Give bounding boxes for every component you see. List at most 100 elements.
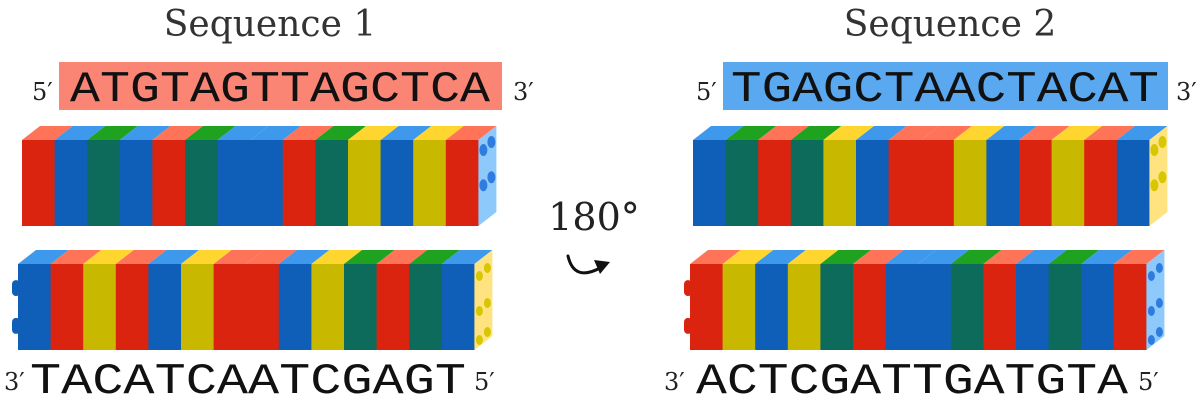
brick-T [1016,264,1049,350]
brick-A [115,264,149,350]
brick-T [856,140,889,226]
brick-top-face [409,250,460,264]
stud-icon [12,280,20,297]
brick-top-face [725,126,777,140]
brick-top-face [823,126,874,140]
five-prime-label: 5′ [32,78,53,106]
brick-top-face [950,250,1002,264]
three-prime-label: 3′ [1176,78,1197,106]
stud-icon [1147,335,1155,345]
brick-A [376,264,410,350]
curved-rotation-arrow-icon [566,254,610,275]
rotation-indicator: 180° [548,195,640,275]
brick-G [315,140,349,226]
three-prime-label: 3′ [513,78,534,106]
brick-A [282,140,316,226]
three-prime-label: 3′ [4,368,25,396]
brick-top-face [148,250,199,264]
brick-T [441,264,475,350]
stud-icon [475,271,483,281]
brick-T [986,140,1020,226]
brick-G [185,140,218,226]
brick-G [1048,264,1082,350]
brick-A [445,140,479,226]
brick-T [18,264,51,350]
brick-top-face [54,126,106,140]
brick-A [921,140,955,226]
brick-top-face [790,126,842,140]
brick-A [1084,140,1118,226]
stud-icon [487,171,496,184]
brick-C [311,264,345,350]
stud-icon [479,179,488,192]
bottom-strand-bricks [12,250,493,350]
brick-T [250,140,284,226]
brick-G [409,264,443,350]
bottom-strand-sequence: TACATCAATCGAGT [30,357,466,407]
brick-top-face [986,126,1037,140]
brick-T [217,140,251,226]
brick-top-face [722,250,774,264]
brick-G [790,140,824,226]
stud-icon [475,306,483,316]
brick-A [690,264,723,350]
base-pair-linkers [36,224,470,250]
stud-icon [1155,263,1163,273]
brick-A [888,140,922,226]
brick-top-face [87,126,138,140]
brick-top-face [888,126,940,140]
base-pair-linkers [716,224,1150,252]
brick-top-face [83,250,134,264]
brick-C [722,264,756,350]
brick-G [87,140,121,226]
brick-top-face [690,250,741,264]
brick-C [83,264,117,350]
brick-C [413,140,447,226]
stud-icon [684,280,692,297]
brick-T [278,264,312,350]
brick-top-face [787,250,839,264]
brick-top-face [282,126,334,140]
brick-A [213,264,247,350]
brick-G [344,264,377,350]
brick-top-face [119,126,171,140]
brick-top-face [413,126,464,140]
brick-top-face [445,126,497,140]
brick-top-face [315,126,366,140]
brick-top-face [853,250,904,264]
brick-top-face [217,126,269,140]
stud-icon [487,136,496,148]
stud-icon [483,263,491,273]
panel-sequence-2: Sequence 2 5′ TGAGCTAACTACAT 3′ 3′ ACTCG… [664,4,1197,407]
brick-top-face [820,250,871,264]
top-sequence-highlight [723,62,1168,110]
brick-top-face [921,126,972,140]
panel-title: Sequence 2 [844,4,1057,45]
five-prime-label: 5′ [1138,368,1159,396]
brick-A [758,140,792,226]
brick-C [787,264,821,350]
stud-icon [684,317,692,334]
brick-A [983,264,1017,350]
brick-top-face [380,126,432,140]
brick-top-face [693,126,744,140]
brick-top-face [758,126,809,140]
brick-top-face [246,250,297,264]
brick-A [853,264,886,350]
stud-icon [12,317,20,334]
five-prime-label: 5′ [696,78,717,106]
brick-top-face [1081,250,1132,264]
brick-top-face [18,250,69,264]
three-prime-label: 3′ [664,368,685,396]
stud-icon [1150,179,1159,192]
top-strand-bricks [693,126,1168,226]
brick-top-face [441,250,493,264]
brick-top-face [953,126,1005,140]
brick-T [1116,140,1150,226]
brick-top-face [181,250,232,264]
brick-T [693,140,726,226]
brick-top-face [115,250,167,264]
top-strand-sequence: TGAGCTAACTACAT [731,65,1159,115]
stud-icon [1158,136,1167,148]
stud-icon [1147,306,1155,316]
